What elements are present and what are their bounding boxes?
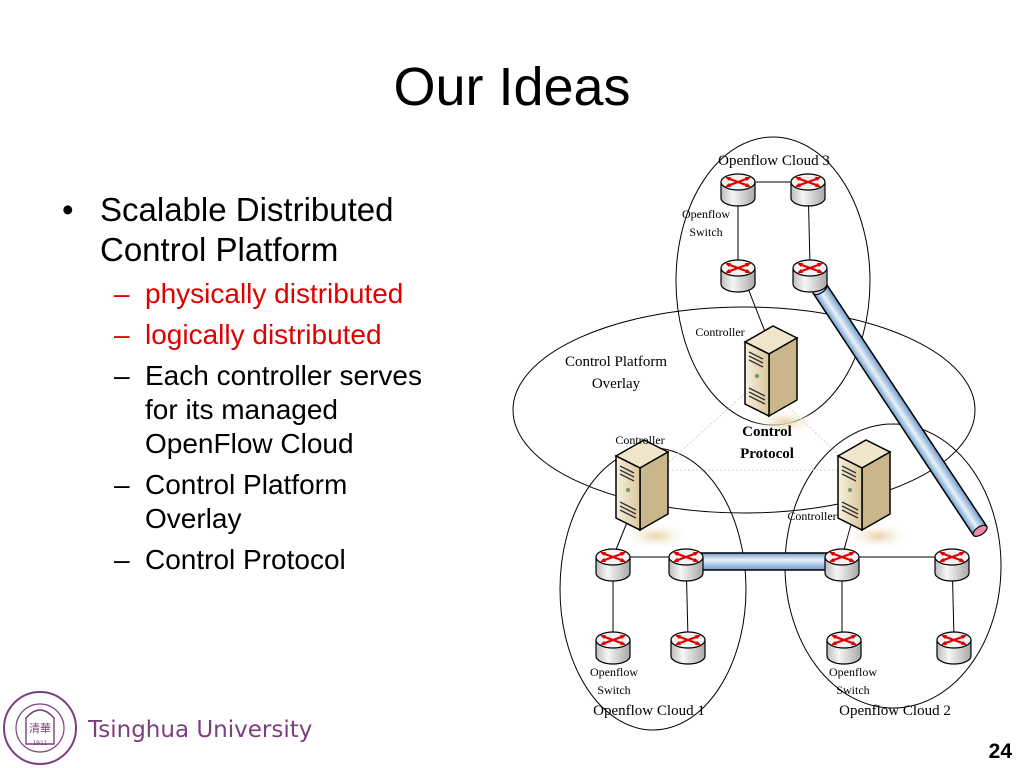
sub-bullet-text: Each controller serves (145, 360, 423, 391)
inter-cloud-pipe-horizontal (696, 552, 837, 571)
dash-glyph: – (114, 469, 130, 500)
switch-label-line1: Openflow (590, 665, 638, 679)
switch-label-line1: Openflow (682, 207, 730, 221)
bullet-main: • Scalable Distributed Control Platform (62, 190, 502, 270)
bullet-list: • Scalable Distributed Control Platform … (62, 190, 502, 577)
bullet-main-line2: Control Platform (100, 231, 339, 268)
sub-bullet-text: Control Platform (145, 469, 348, 500)
controller-cloud1-icon (615, 439, 691, 551)
bullet-glyph: • (62, 191, 74, 228)
dash-glyph: – (114, 544, 130, 575)
sub-bullet-control-platform-overlay: – Control Platform Overlay (62, 468, 502, 536)
bullet-main-line1: Scalable Distributed (100, 191, 394, 228)
dash-glyph: – (114, 278, 130, 309)
switch-label-line2: Switch (597, 683, 630, 697)
seal-year: 1911 (32, 740, 47, 747)
switch-icon (594, 630, 632, 666)
cloud2-label: Openflow Cloud 2 (839, 703, 951, 719)
sub-bullet-logically-distributed: – logically distributed (62, 318, 502, 352)
svg-text:清華: 清華 (29, 722, 51, 735)
sub-bullet-text: for its managed (145, 394, 338, 425)
switch-icon (594, 547, 632, 583)
switch-icon (935, 630, 973, 666)
cloud1-label: Openflow Cloud 1 (593, 703, 705, 719)
switch-icon (719, 172, 757, 208)
overlay-label-line1: Control Platform (565, 354, 667, 370)
sub-bullet-text: physically distributed (145, 278, 404, 309)
protocol-label-line2: Protocol (740, 446, 794, 462)
controller-cloud3-icon (744, 325, 820, 437)
controller-label: Controller (615, 433, 664, 447)
tsinghua-seal-icon: 清華 1911 (3, 691, 77, 765)
cloud3-label: Openflow Cloud 3 (718, 153, 830, 169)
switch-icon (669, 630, 707, 666)
switch-icon (667, 547, 705, 583)
sub-bullet-text: logically distributed (145, 319, 382, 350)
switch-icon (933, 547, 971, 583)
sub-bullet-text: Control Protocol (145, 544, 346, 575)
page-number: 24 (988, 740, 1012, 763)
switch-icon (823, 547, 861, 583)
overlay-boundary (512, 306, 976, 514)
protocol-label-line1: Control (742, 424, 792, 440)
controller-cloud2-icon (837, 439, 913, 551)
switch-label-line2: Switch (836, 683, 869, 697)
switch-label-line1: Openflow (829, 665, 877, 679)
switch-icon (825, 630, 863, 666)
slide-title: Our Ideas (393, 57, 631, 117)
switch-label-line2: Switch (689, 225, 722, 239)
switch-icon (719, 258, 757, 294)
sub-bullet-control-protocol: – Control Protocol (62, 543, 502, 577)
overlay-label-line2: Overlay (592, 376, 641, 392)
sub-bullet-each-controller: – Each controller serves for its managed… (62, 359, 502, 461)
sub-bullet-text: Overlay (145, 503, 242, 534)
dash-glyph: – (114, 360, 130, 391)
controller-label: Controller (695, 325, 744, 339)
switch-icon (789, 172, 827, 208)
sub-bullet-physically-distributed: – physically distributed (62, 277, 502, 311)
sub-bullet-text: OpenFlow Cloud (145, 428, 354, 459)
controller-label: Controller (787, 509, 836, 523)
university-name: Tsinghua University (88, 717, 313, 743)
dash-glyph: – (114, 319, 130, 350)
switch-icon (791, 258, 829, 294)
